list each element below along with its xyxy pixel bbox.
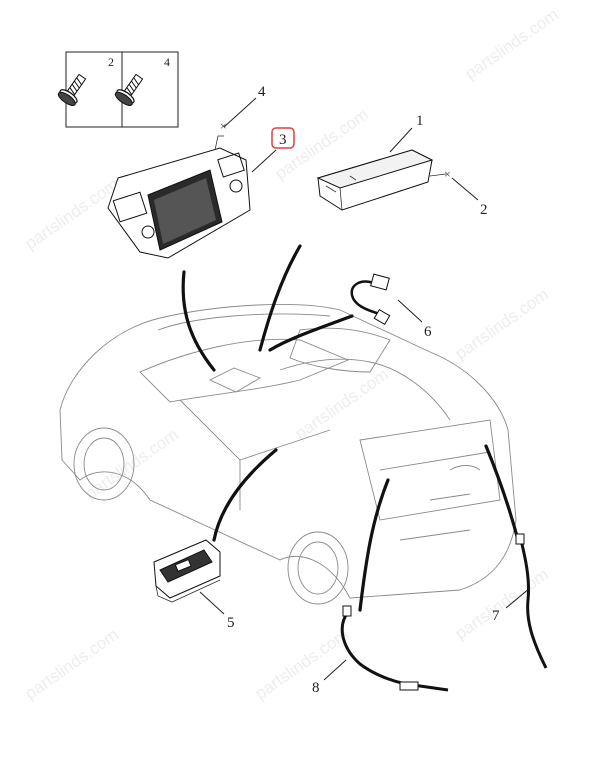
leader-line — [397, 299, 423, 323]
leader-line — [451, 177, 479, 201]
usb-switch — [153, 539, 221, 603]
x-mark-icon: × — [220, 119, 227, 133]
cable-end — [515, 533, 525, 545]
callout-1: 1 — [416, 113, 424, 129]
watermark-text: partslinds.com — [21, 175, 122, 253]
x-mark-icon: × — [444, 167, 451, 181]
callout-6: 6 — [424, 324, 432, 340]
connector-curve — [268, 314, 354, 352]
connector-curve — [358, 478, 390, 612]
cable-connector-8 — [399, 681, 419, 691]
connector-curve — [212, 448, 278, 542]
watermark-text: partslinds.com — [451, 565, 552, 643]
watermark-text: partslinds.com — [291, 365, 392, 443]
leader-line — [323, 659, 347, 681]
leader-line — [389, 127, 413, 153]
leader-line — [251, 149, 277, 173]
leader-line — [223, 97, 257, 128]
connector-curve — [181, 270, 216, 372]
callout-4: 4 — [258, 84, 266, 100]
antenna-cable — [518, 535, 548, 669]
callout-2: 2 — [480, 202, 488, 218]
screw-box: 2 4 — [57, 51, 179, 128]
module-box — [316, 149, 434, 211]
callout-7: 7 — [492, 608, 500, 624]
callout-screw-right: 4 — [164, 55, 170, 69]
antenna-cable — [340, 611, 449, 692]
cable-connector — [350, 273, 391, 326]
connector-curve — [258, 244, 302, 352]
watermark-text: partslinds.com — [461, 5, 562, 83]
leader-line — [429, 173, 447, 177]
callout-screw-left: 2 — [108, 55, 114, 69]
watermark-text: partslinds.com — [451, 285, 552, 363]
callout-5: 5 — [227, 615, 235, 631]
callout-8: 8 — [312, 680, 320, 696]
callout-3-highlight: 3 — [271, 127, 295, 149]
callout-3: 3 — [279, 132, 287, 148]
connector-curve — [484, 444, 520, 542]
watermark-text: partslinds.com — [251, 625, 352, 703]
head-unit-display — [107, 135, 251, 259]
leader-line — [505, 587, 531, 609]
screw-icon — [114, 73, 144, 106]
watermark-text: partslinds.com — [81, 425, 182, 503]
leader-line — [199, 591, 225, 615]
cable-end — [342, 605, 352, 617]
screw-icon — [57, 73, 87, 106]
watermark-text: partslinds.com — [21, 625, 122, 703]
